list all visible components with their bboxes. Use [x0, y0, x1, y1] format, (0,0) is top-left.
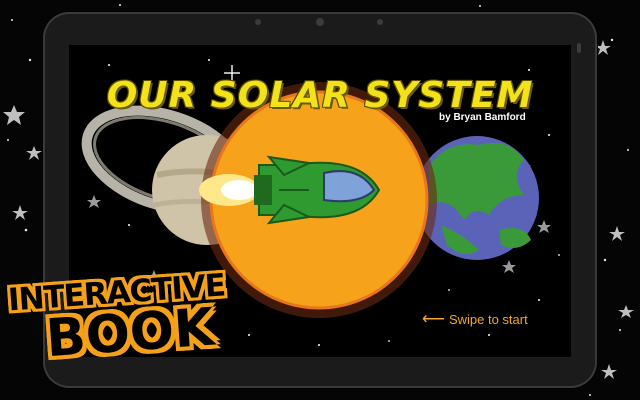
book-cover-screen[interactable]: OUR SOLAR SYSTEM by Bryan Bamford ⟵ Swip…: [69, 45, 571, 357]
swipe-to-start[interactable]: ⟵ Swipe to start: [422, 309, 528, 329]
interactive-book-badge: INTERACTIVE BOOK: [7, 267, 226, 369]
left-arrow-icon: ⟵: [422, 311, 445, 328]
tablet-side-sensor: [577, 43, 581, 53]
tablet-sensor: [255, 19, 261, 25]
book-author: by Bryan Bamford: [439, 112, 526, 123]
swipe-hint-label: Swipe to start: [448, 311, 528, 327]
rocket-ship: [254, 155, 381, 225]
book-title: OUR SOLAR SYSTEM: [106, 75, 534, 116]
tablet-sensor-right: [377, 19, 383, 25]
badge-line-2: BOOK: [44, 297, 217, 370]
tablet-camera: [316, 18, 324, 26]
cover-illustration: [81, 59, 560, 346]
